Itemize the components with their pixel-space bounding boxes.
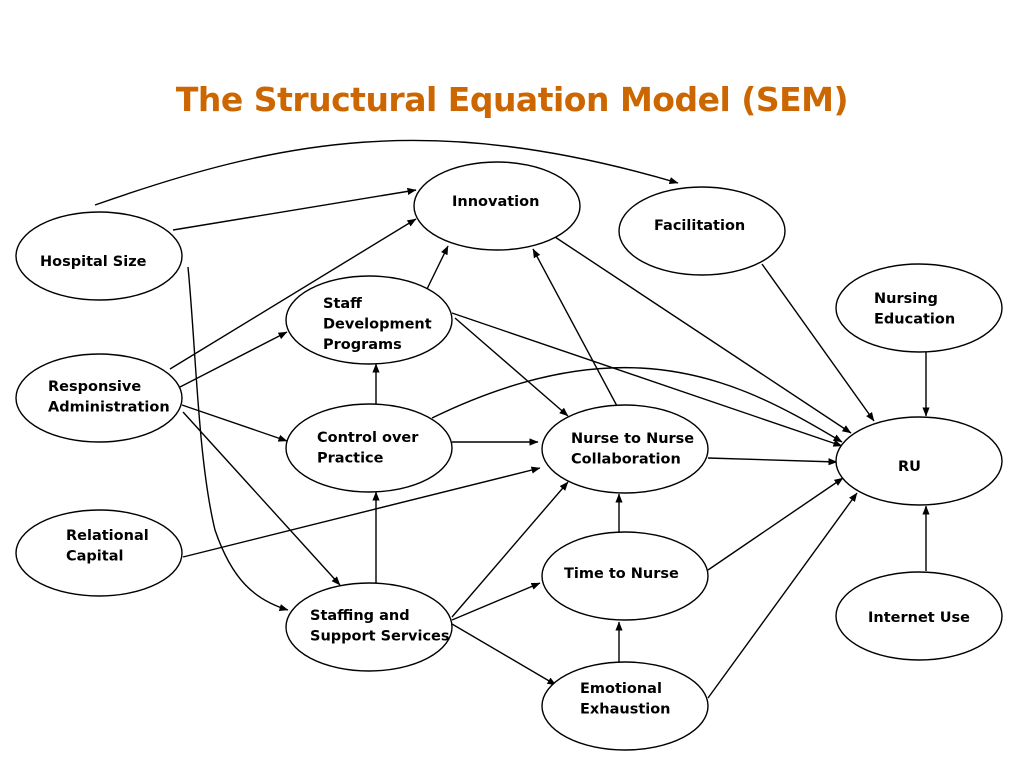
node-label: Internet Use [868, 610, 970, 626]
node-label-line: Capital [66, 549, 123, 565]
edge-hospital-size-to-staffing-support [187, 266, 289, 611]
node-ellipse [15, 353, 183, 443]
page-title: The Structural Equation Model (SEM) [175, 80, 849, 119]
node-ellipse [15, 509, 183, 597]
node-label-line: Time to Nurse [564, 566, 679, 582]
edge-hospital-size-to-innovation [172, 187, 417, 231]
edge-nurse-collab-to-ru [707, 457, 838, 466]
node-hospital-size: Hospital Size [15, 211, 183, 301]
node-label-line: Innovation [452, 194, 539, 210]
edge-responsive-admin-to-control-practice [181, 404, 288, 442]
node-ru: RU [835, 416, 1003, 506]
node-ellipse [15, 211, 183, 301]
node-label: Innovation [452, 194, 539, 210]
node-ellipse [285, 275, 453, 365]
node-label-line: Collaboration [571, 452, 681, 468]
node-label-line: Support Services [310, 629, 450, 645]
node-ellipse [835, 571, 1003, 661]
edge-staff-dev-to-ru [451, 312, 843, 447]
node-label-line: Practice [317, 451, 384, 467]
edge-control-practice-to-ru [431, 366, 843, 443]
edge-nurse-collab-to-innovation [532, 248, 618, 407]
node-label-line: Emotional [580, 681, 662, 697]
node-label: RU [898, 459, 921, 475]
node-label-line: Programs [323, 337, 402, 353]
node-label-line: Relational [66, 528, 149, 544]
node-label-line: Staffing and [310, 608, 410, 624]
node-label: Hospital Size [40, 254, 147, 270]
node-label: Time to Nurse [564, 566, 679, 582]
edge-responsive-admin-to-staffing-support [182, 411, 341, 586]
edge-relational-capital-to-nurse-collab [182, 466, 541, 558]
node-label-line: Exhaustion [580, 702, 671, 718]
edge-staffing-support-to-nurse-collab [451, 481, 569, 618]
node-ellipse [285, 582, 453, 672]
node-label-line: Education [874, 312, 955, 328]
node-internet-use: Internet Use [835, 571, 1003, 661]
edge-staffing-support-to-time-to-nurse [451, 582, 541, 621]
node-label-line: Hospital Size [40, 254, 147, 270]
node-label-line: RU [898, 459, 921, 475]
edge-staff-dev-to-nurse-collab [454, 317, 569, 417]
edge-staff-dev-to-innovation [426, 245, 449, 290]
edge-hospital-size-to-facilitation [94, 139, 679, 206]
node-label-line: Nursing [874, 291, 938, 307]
node-facilitation: Facilitation [618, 186, 786, 276]
edge-emotional-exhaustion-to-ru [707, 492, 858, 699]
node-label-line: Internet Use [868, 610, 970, 626]
node-ellipse [618, 186, 786, 276]
node-label-line: Development [323, 317, 432, 333]
edge-time-to-nurse-to-ru [707, 477, 844, 571]
node-label-line: Responsive [48, 379, 141, 395]
node-label-line: Staff [323, 296, 362, 312]
edge-responsive-admin-to-innovation [169, 218, 417, 370]
node-ellipse [541, 531, 709, 621]
node-time-to-nurse: Time to Nurse [541, 531, 709, 621]
node-label-line: Administration [48, 400, 170, 416]
node-ellipse [285, 403, 453, 493]
edge-staffing-support-to-emotional-exhaustion [451, 623, 557, 686]
edge-innovation-to-ru [554, 236, 852, 434]
node-ellipse [835, 416, 1003, 506]
node-label: Facilitation [654, 218, 745, 234]
node-ellipse [541, 661, 709, 751]
node-label-line: Facilitation [654, 218, 745, 234]
node-innovation: Innovation [413, 161, 581, 251]
node-ellipse [413, 161, 581, 251]
node-label-line: Control over [317, 430, 419, 446]
node-ellipse [541, 404, 709, 494]
node-label-line: Nurse to Nurse [571, 431, 694, 447]
edge-facilitation-to-ru [761, 263, 875, 422]
edge-responsive-admin-to-staff-dev [179, 331, 288, 388]
node-ellipse [835, 263, 1003, 353]
edges-layer [94, 139, 930, 699]
